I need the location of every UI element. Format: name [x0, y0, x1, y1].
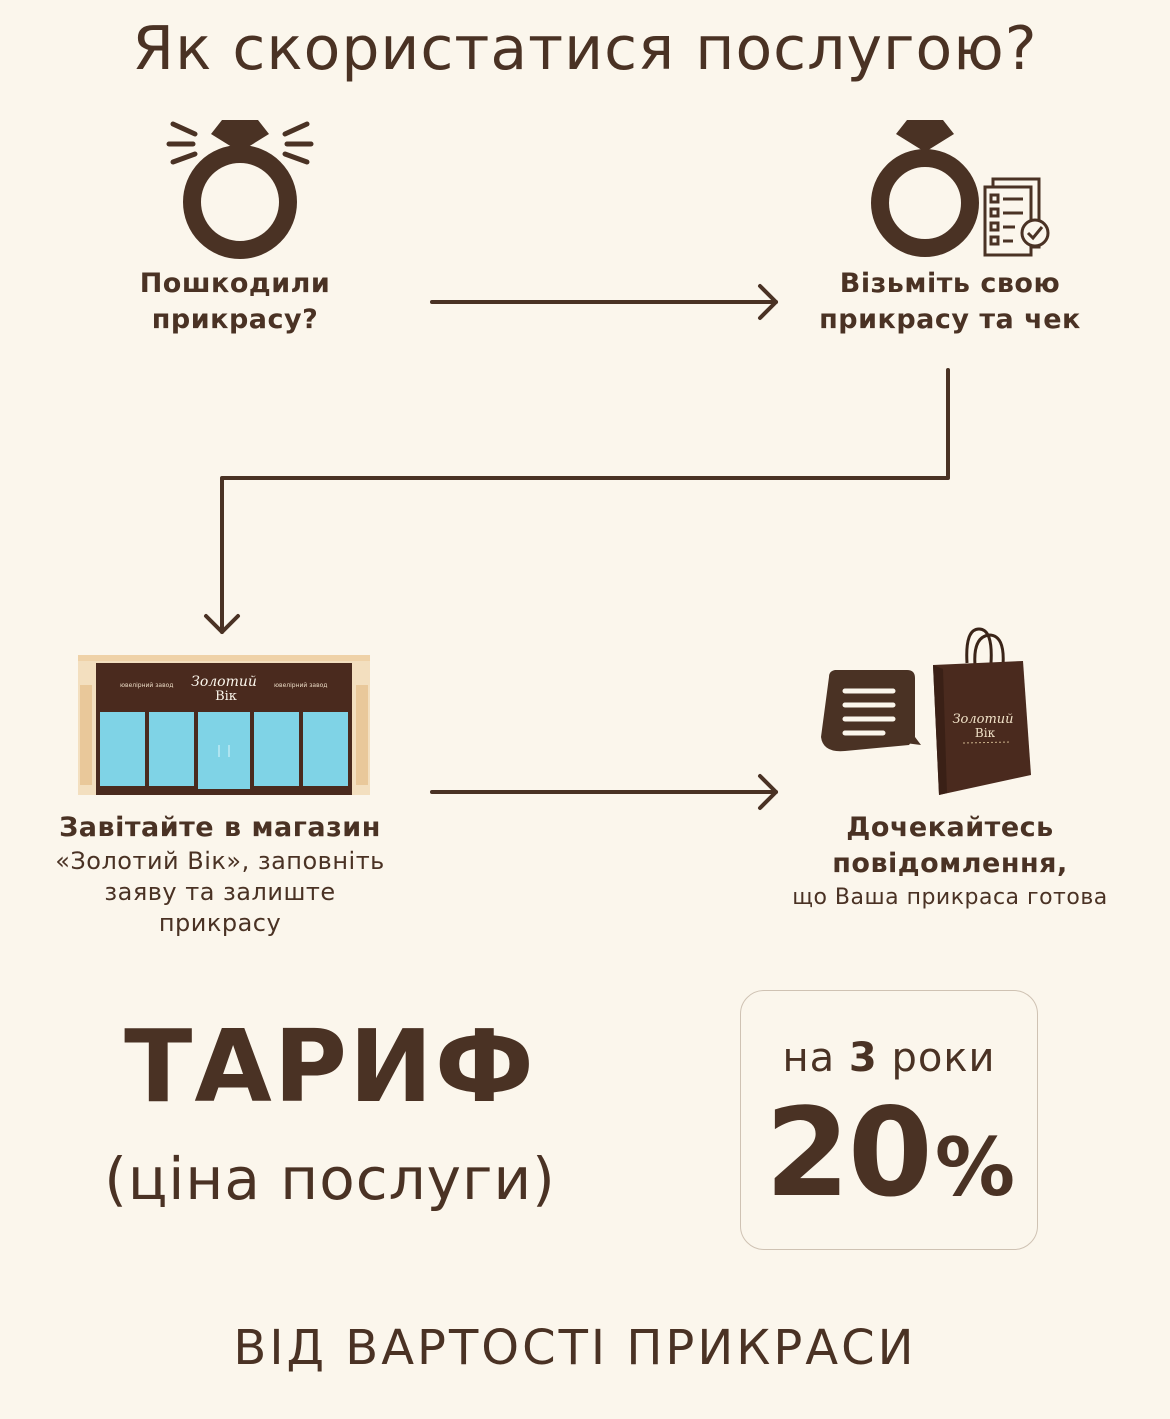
- step-4-bold-line-2: повідомлення,: [832, 848, 1068, 879]
- tariff-subtitle: (ціна послуги): [104, 1145, 556, 1213]
- page-title: Як скористатися послугою?: [132, 14, 1038, 84]
- price-unit: %: [934, 1121, 1015, 1214]
- step-3-bold-line: Завітайте в магазин: [59, 812, 381, 843]
- step-4-line: що Ваша прикраса готова: [792, 885, 1108, 910]
- tariff-title: ТАРИФ: [124, 1008, 536, 1125]
- step-3-line-1: «Золотий Вік», заповніть: [55, 847, 385, 875]
- storefront-icon: ювелірний завод ювелірний завод Золотий …: [78, 655, 370, 795]
- step-4-bold-line-1: Дочекайтесь: [846, 812, 1054, 843]
- receipt-icon: [983, 177, 1050, 257]
- connector-down-arrow: [204, 368, 950, 634]
- price-term: на 3 роки: [740, 1035, 1038, 1081]
- step-4-text: Дочекайтесь повідомлення, що Ваша прикра…: [760, 810, 1140, 913]
- store-sign-brand-top: Золотий: [191, 674, 257, 690]
- step-1-line-1: Пошкодили: [139, 268, 331, 299]
- price-box: [740, 990, 1038, 1250]
- price-value: 20%: [740, 1082, 1038, 1224]
- message-and-bag-icon: Золотий Вік: [821, 627, 1031, 795]
- step-3-line-3: прикрасу: [158, 909, 282, 937]
- store-sign-right-caption: ювелірний завод: [274, 682, 327, 689]
- footer-note: ВІД ВАРТОСТІ ПРИКРАСИ: [233, 1320, 917, 1376]
- price-suffix: роки: [877, 1035, 996, 1081]
- bag-brand-bottom: Вік: [975, 726, 996, 740]
- price-number: 20: [765, 1082, 933, 1224]
- step-3-line-2: заяву та залиште: [104, 878, 336, 906]
- store-sign-left-caption: ювелірний завод: [120, 682, 173, 689]
- step-2-line-1: Візьміть свою: [839, 268, 1061, 299]
- bag-brand-top: Золотий: [952, 712, 1013, 727]
- ring-and-receipt-icon: [871, 120, 1050, 257]
- shopping-bag-icon: Золотий Вік: [933, 627, 1031, 795]
- message-bubble-icon: [821, 670, 921, 752]
- sparkling-ring-icon: [166, 120, 314, 259]
- arrow-right-1: [430, 284, 778, 320]
- store-sign-brand-bottom: Вік: [215, 689, 237, 704]
- step-3-text: Завітайте в магазин «Золотий Вік», запов…: [20, 810, 420, 939]
- step-2-text: Візьміть свою прикрасу та чек: [800, 266, 1100, 338]
- step-2-line-2: прикрасу та чек: [819, 304, 1081, 335]
- step-1-line-2: прикрасу?: [151, 304, 319, 335]
- price-prefix: на: [782, 1035, 849, 1081]
- step-1-text: Пошкодили прикрасу?: [100, 266, 370, 338]
- arrow-right-2: [430, 774, 778, 810]
- price-years: 3: [848, 1035, 878, 1081]
